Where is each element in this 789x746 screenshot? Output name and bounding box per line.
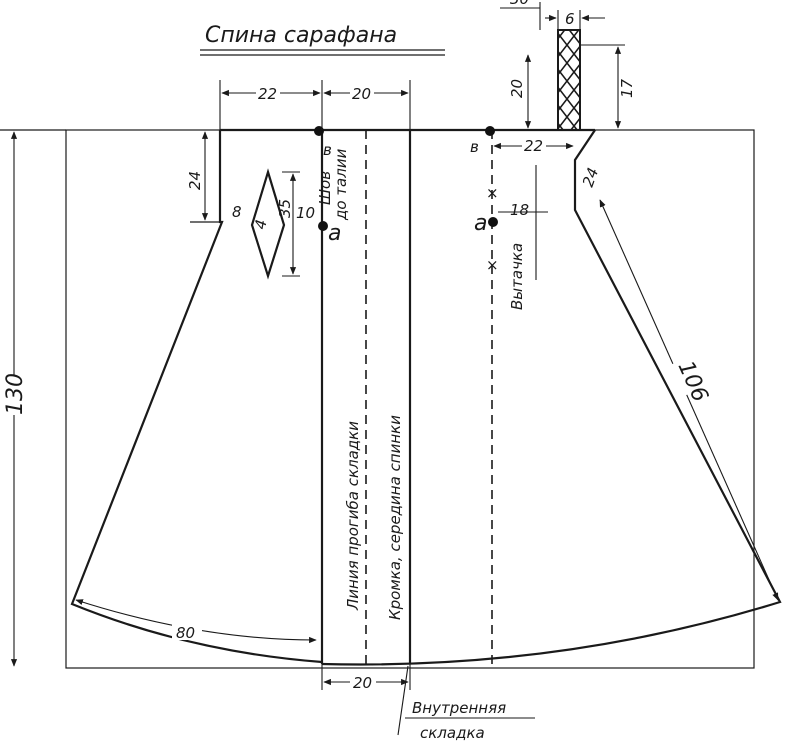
label-waist-seam-1: Шов [316, 171, 334, 205]
label-inner-pleat-1: Внутренняя [412, 699, 506, 717]
left-dart-diamond [250, 168, 286, 280]
dim-bg [350, 84, 374, 100]
dim-right-depth: 24 [579, 165, 602, 189]
cross-mark: × [486, 184, 499, 202]
dim-bg [172, 622, 202, 640]
diagram-title: Спина сарафана [205, 23, 397, 48]
label-inner-pleat-2: складка [420, 724, 485, 742]
point-a-left [318, 221, 328, 231]
dim-dart-width: 4 [251, 218, 270, 231]
dim-dart-length: 35 [276, 199, 294, 218]
dim-top-center: 20 [352, 85, 371, 103]
strap [557, 29, 581, 131]
label-fold-line: Линия прогиба складки [344, 421, 362, 611]
label-a-right: а [474, 211, 487, 236]
label-b-left: в [323, 141, 332, 159]
dim-top-left: 22 [258, 85, 277, 103]
right-panel-outline [321, 129, 782, 666]
dim-bottom-fold: 20 [353, 674, 372, 692]
dim-bg [350, 673, 376, 689]
point-b-right [485, 126, 495, 136]
dim-bg [522, 136, 546, 152]
label-waist-seam-2: до талии [332, 148, 350, 221]
dim-left-depth: 24 [186, 171, 204, 190]
dim-dart-half: 8 [232, 203, 242, 221]
dim-bg [256, 84, 280, 100]
dim-total-height: 130 [3, 373, 28, 415]
dim-strap-height-right: 17 [618, 78, 636, 98]
dim-right-dart: 18 [510, 201, 529, 219]
dim-strap-height-left: 20 [508, 79, 526, 98]
dim-strap-width: 6 [565, 10, 575, 28]
dim-bg [666, 356, 704, 398]
dim-hem-arc: 80 [176, 624, 195, 642]
label-b-right: в [470, 138, 479, 156]
cross-mark: × [486, 256, 499, 274]
point-a-right [488, 217, 498, 227]
label-center-edge: Кромка, середина спинки [386, 415, 404, 620]
dim-top-partial: 30 [510, 0, 529, 8]
label-dart: Вытачка [508, 243, 526, 310]
dim-side-top: 22 [524, 137, 543, 155]
dim-bg [4, 375, 26, 415]
leader-line [397, 665, 409, 736]
dim-line-side-length [599, 199, 779, 601]
dim-dart-offset: 10 [296, 204, 315, 222]
label-a-left: а [328, 221, 341, 246]
